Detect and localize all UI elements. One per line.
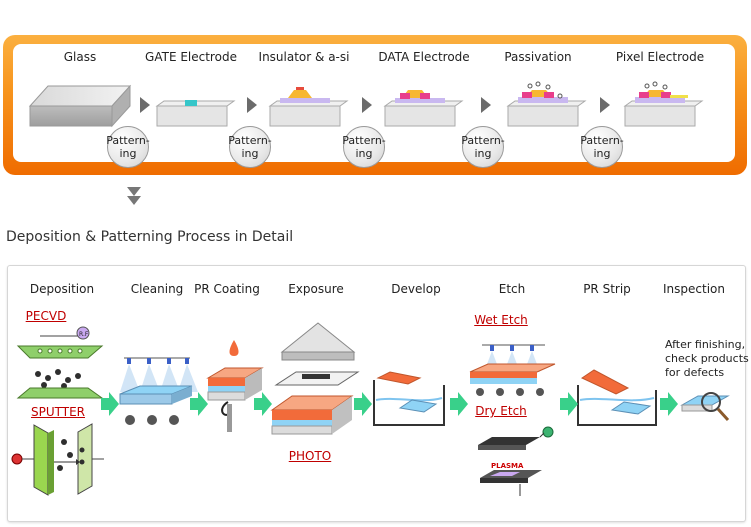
sputter-label: SPUTTER: [30, 405, 85, 419]
down-arrow-icon: [127, 187, 141, 205]
patterning-circle-4: Pattern-ing: [461, 126, 505, 168]
stage-label-gate: GATE Electrode: [145, 50, 237, 64]
detail-flow-arrows: [101, 392, 678, 416]
step-label-pr-coating: PR Coating: [194, 282, 260, 296]
inspection-illustration: [680, 392, 730, 422]
step-label-etch: Etch: [498, 282, 526, 296]
step-label-deposition: Deposition: [29, 282, 95, 296]
stage-label-passivation: Passivation: [504, 50, 572, 64]
dry-etch-label: Dry Etch: [475, 404, 527, 418]
passivation-illustration: [506, 81, 587, 127]
stage-label-insulator: Insulator & a-si: [258, 50, 350, 64]
cleaning-illustration: [119, 357, 198, 425]
rf-label: R.F: [79, 331, 89, 338]
glass-block-illustration: [28, 84, 132, 128]
step-label-inspection: Inspection: [663, 282, 725, 296]
wet-etch-label: Wet Etch: [474, 313, 528, 327]
pixel-electrode-illustration: [623, 81, 704, 127]
pr-coating-illustration: [206, 340, 264, 432]
pecvd-chamber-illustration: R.F: [16, 326, 104, 399]
patterning-circle-2: Pattern-ing: [228, 126, 272, 168]
step-label-develop: Develop: [391, 282, 441, 296]
data-electrode-illustration: [383, 90, 464, 127]
gate-electrode-illustration: [155, 100, 236, 127]
stage-label-pixel: Pixel Electrode: [615, 50, 705, 64]
patterning-circle-5: Pattern-ing: [580, 126, 624, 168]
develop-illustration: [373, 371, 445, 426]
wet-etch-illustration: [469, 344, 556, 396]
dry-etch-illustration: PLASMA: [478, 426, 554, 496]
photo-label: PHOTO: [288, 449, 332, 463]
stage-label-data: DATA Electrode: [378, 50, 470, 64]
section-title: Deposition & Patterning Process in Detai…: [6, 229, 294, 245]
step-label-exposure: Exposure: [288, 282, 344, 296]
step-label-pr-strip: PR Strip: [583, 282, 631, 296]
inspection-note: After finishing, check products for defe…: [665, 338, 749, 379]
patterning-circle-3: Pattern-ing: [342, 126, 386, 168]
exposure-illustration: [270, 322, 360, 435]
insulator-illustration: [268, 87, 349, 127]
pr-strip-illustration: [577, 369, 657, 426]
plasma-label: PLASMA: [491, 462, 524, 470]
patterning-circle-1: Pattern-ing: [106, 126, 150, 168]
stage-label-glass: Glass: [63, 50, 97, 64]
top-stage-illustrations: [28, 81, 704, 128]
step-label-cleaning: Cleaning: [130, 282, 184, 296]
top-flow-arrows: [140, 97, 610, 113]
sputter-chamber-illustration: [11, 423, 104, 496]
pecvd-label: PECVD: [25, 309, 67, 323]
